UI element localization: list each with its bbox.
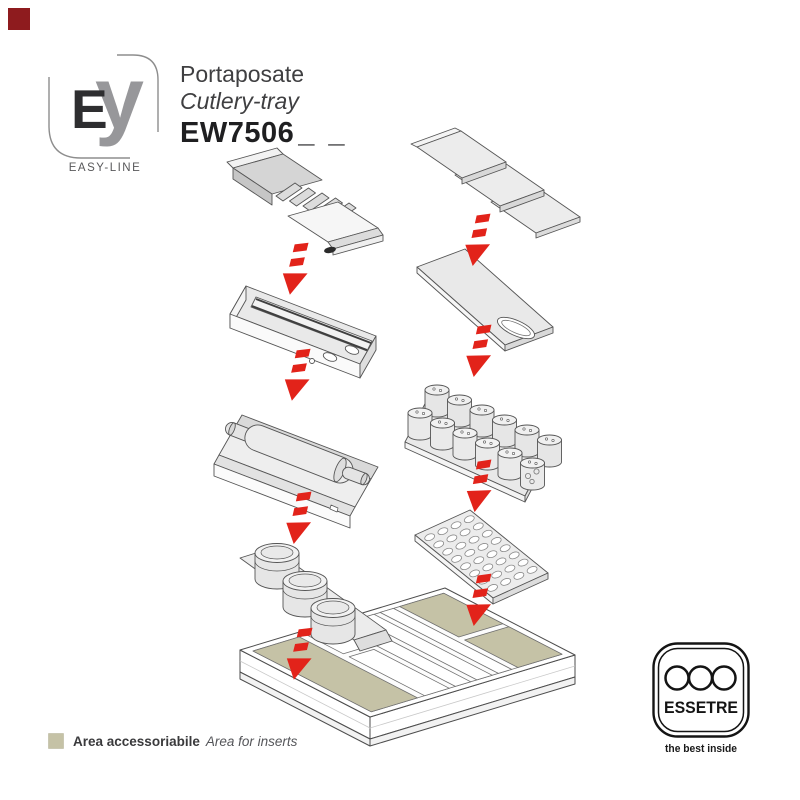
legend: Area accessoriabile Area for inserts	[48, 733, 297, 749]
easy-line-logo: y E	[48, 48, 159, 159]
essetre-tagline: the best inside	[665, 743, 737, 755]
spice-jars-front-row	[407, 407, 545, 491]
channel-rail-insert	[229, 285, 377, 379]
essetre-logo: ESSETRE the best inside	[652, 642, 750, 755]
slot-channel-2	[358, 613, 493, 681]
knife-holder-insert	[226, 147, 384, 256]
logo-letter-e: E	[71, 78, 108, 140]
round-containers-rail	[239, 543, 393, 652]
logo-letter-y: y	[95, 48, 144, 147]
perforated-grid-insert	[414, 509, 549, 605]
brand-mark-oval	[324, 246, 336, 254]
logo-arc-bottom-left	[48, 77, 130, 159]
tray-base-strip-right	[369, 676, 576, 747]
handle-hole	[497, 316, 535, 340]
round-container-3	[310, 598, 356, 645]
product-name-en: Cutlery-tray	[180, 88, 299, 114]
spice-jar-set	[404, 384, 562, 503]
product-title-block: Portaposate Cutlery-tray EW7506_ _	[180, 61, 348, 150]
legend-label-it: Area accessoriabile	[73, 733, 200, 749]
corner-accent-square	[8, 8, 30, 30]
essetre-circle-3	[711, 665, 737, 691]
legend-label-en: Area for inserts	[205, 733, 298, 749]
product-code-value: EW7506	[180, 117, 295, 149]
step-divider-panels	[410, 127, 581, 239]
slot-channel-3	[379, 608, 513, 674]
legend-swatch-fill	[48, 733, 64, 749]
cutting-board	[416, 248, 554, 352]
essetre-wordmark: ESSETRE	[664, 699, 738, 717]
tray-front-seam	[239, 660, 576, 729]
rolling-pin-holder	[213, 414, 379, 529]
product-code-suffix: _ _	[298, 117, 348, 149]
insert-area-left	[252, 636, 418, 713]
tray-insert-areas	[252, 592, 563, 713]
corner-square-fill	[8, 8, 30, 30]
insert-area-right-back	[399, 592, 504, 638]
logo-arc-top-right	[117, 54, 159, 132]
arrow-left-1	[278, 238, 315, 298]
insert-area-right-front	[464, 626, 563, 668]
legend-swatch	[48, 733, 64, 749]
slot-front-small	[348, 649, 450, 697]
round-container-2	[282, 571, 328, 618]
product-code: EW7506_ _	[180, 117, 348, 150]
easy-line-label: EASY-LINE	[68, 162, 142, 174]
product-name-it: Portaposate	[180, 61, 305, 87]
essetre-inner-frame	[657, 647, 745, 733]
